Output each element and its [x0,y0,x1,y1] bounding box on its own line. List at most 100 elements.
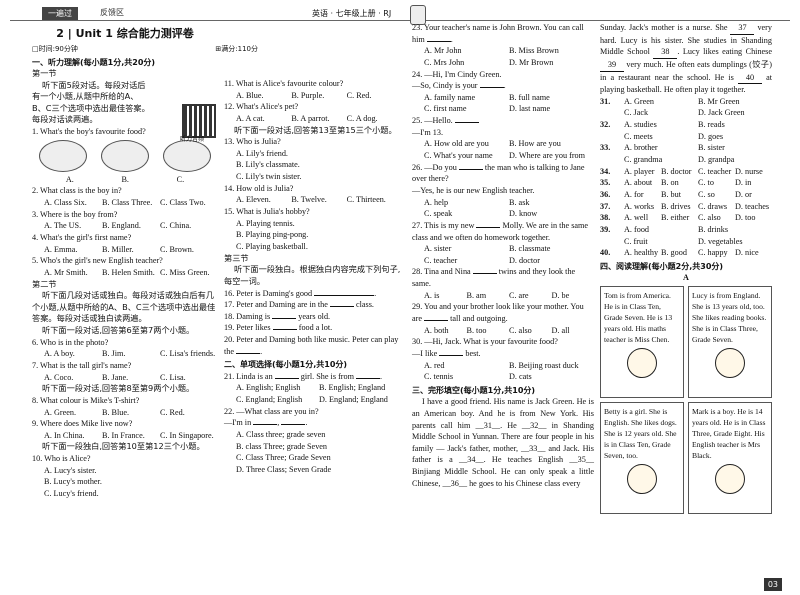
option[interactable]: A. studies [624,120,657,130]
option[interactable]: B. sister [698,143,725,153]
cloze-blank-39[interactable]: 39 [600,59,624,72]
option[interactable]: C. Lily's twin sister. [236,172,302,182]
option[interactable]: A. red [424,360,445,370]
option[interactable]: B. either [661,213,690,223]
option[interactable]: D. Where are you from [509,151,586,161]
option[interactable]: A. family name [424,92,476,102]
option[interactable]: A. English; English [236,383,301,393]
answer-blank[interactable] [426,40,451,42]
option[interactable]: A. help [424,197,449,207]
option[interactable]: C. speak [424,209,453,219]
qr-code-icon[interactable] [182,104,216,138]
option[interactable]: B. Jane. [102,372,129,382]
option[interactable]: B. Purple. [291,90,325,100]
answer-blank[interactable] [472,273,497,275]
option[interactable]: C. are [509,290,529,300]
option[interactable]: B. Mr Green [698,96,740,106]
option[interactable]: A. Blue. [236,90,264,100]
option[interactable]: C. Thirteen. [346,195,386,205]
option[interactable]: B. Class Three. [102,198,153,208]
option[interactable]: D. teaches [735,201,770,211]
option[interactable]: C. Class Three; Grade Seven [236,453,331,463]
answer-blank[interactable] [458,168,483,170]
option[interactable]: A. well [624,213,649,223]
option[interactable]: D. doctor [509,255,540,265]
option[interactable]: B. class Three; grade Seven [236,441,328,451]
option[interactable]: A. Mr John [424,46,462,56]
option[interactable]: B. good [661,248,687,258]
option[interactable]: B. Miss Brown [509,46,559,56]
answer-blank[interactable] [314,294,375,296]
answer-blank[interactable] [329,306,354,308]
option[interactable]: D. vegetables [698,236,743,246]
cloze-blank-40[interactable]: 40 [737,72,762,85]
option[interactable]: B. Beijing roast duck [509,360,579,370]
option[interactable]: A. A cat. [236,113,265,123]
option[interactable]: C. Red. [160,407,185,417]
option[interactable]: B. but [661,189,682,199]
option[interactable]: A. Class Six. [44,198,87,208]
option[interactable]: B. Blue. [102,407,130,417]
option[interactable]: C. China. [160,221,192,231]
option[interactable]: B. am [466,290,487,300]
option[interactable]: A. Playing tennis. [236,218,295,228]
option[interactable]: C. teacher [698,166,732,176]
answer-blank[interactable] [272,317,297,319]
option[interactable]: C. so [698,189,715,199]
cloze-blank-37[interactable]: 37 [730,22,755,35]
option[interactable]: A. works [624,201,655,211]
option[interactable]: A. Emma. [44,244,78,254]
cloze-blank-38[interactable]: 38 [653,46,678,59]
option[interactable]: B. ask [509,197,530,207]
option[interactable]: B. Miller. [102,244,134,254]
option[interactable]: D. or [735,189,752,199]
answer-blank[interactable] [476,226,501,228]
option[interactable]: C. Miss Green. [160,267,210,277]
option[interactable]: B. on [661,178,679,188]
option[interactable]: D. be [551,290,570,300]
option[interactable]: D. nurse [735,166,763,176]
option[interactable]: D. nice [735,248,759,258]
answer-blank[interactable] [253,424,278,426]
option[interactable]: D. all [551,325,570,335]
option[interactable]: D. too [735,213,756,223]
option[interactable]: A. sister [424,244,452,254]
option[interactable]: C. England; English [236,395,303,405]
option[interactable]: B. Lily's classmate. [236,160,300,170]
option[interactable]: A. In China. [44,430,85,440]
option[interactable]: C. grandma [624,155,663,165]
option[interactable]: B. A parrot. [291,113,330,123]
option[interactable]: B. Twelve. [291,195,327,205]
option[interactable]: D. know [509,209,538,219]
option[interactable]: B. too [466,325,487,335]
option[interactable]: A. brother [624,143,658,153]
option[interactable]: A. Eleven. [236,195,271,205]
option[interactable]: C. meets [624,131,653,141]
option[interactable]: C. teacher [424,255,458,265]
option[interactable]: B. Playing ping-pong. [236,230,309,240]
answer-blank[interactable] [356,377,381,379]
answer-blank[interactable] [479,87,504,89]
answer-blank[interactable] [454,122,479,124]
option[interactable]: D. grandpa [698,155,735,165]
option[interactable]: D. goes [698,131,724,141]
option[interactable]: B. classmate [509,244,551,254]
option[interactable]: D. Three Class; Seven Grade [236,464,332,474]
option[interactable]: A. Lucy's sister. [44,465,97,475]
answer-blank[interactable] [439,354,464,356]
option[interactable]: A. Coco. [44,372,74,382]
option[interactable]: C. Brown. [160,244,194,254]
option[interactable]: A. player [624,166,655,176]
option[interactable]: D. England; England [319,395,388,405]
option[interactable]: B. How are you [509,139,561,149]
option[interactable]: C. A dog. [346,113,378,123]
option[interactable]: C. Playing basketball. [236,241,308,251]
option[interactable]: A. Green. [44,407,77,417]
option[interactable]: B. England. [102,221,141,231]
option[interactable]: B. full name [509,92,550,102]
option[interactable]: A. about [624,178,653,188]
option[interactable]: C. Lisa's friends. [160,349,216,359]
option[interactable]: D. Jack Green [698,108,745,118]
option[interactable]: C. also [509,325,532,335]
option[interactable]: C. to [698,178,714,188]
